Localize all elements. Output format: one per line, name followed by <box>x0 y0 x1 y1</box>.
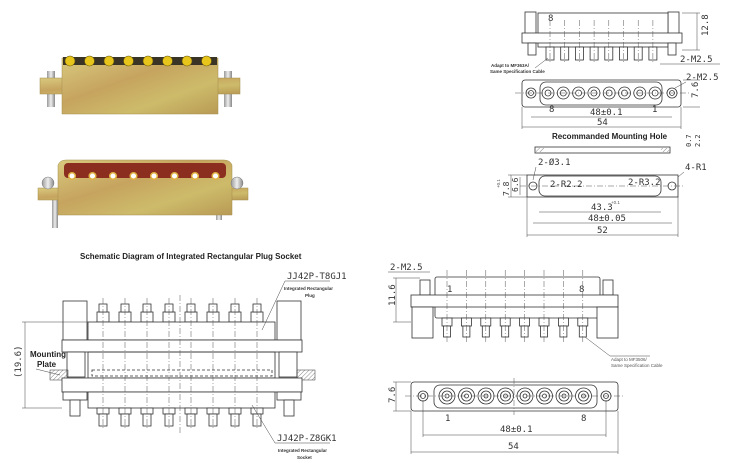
contact-pin <box>84 55 95 67</box>
socket-description: Socket <box>297 455 312 460</box>
schematic-diagram: Schematic Diagram of Integrated Rectangu… <box>14 252 347 460</box>
connector-body <box>61 57 219 115</box>
contact-pin <box>64 55 76 67</box>
hole-dia-callout: 2-Ø3.1 <box>538 157 571 168</box>
pin-label: 1 <box>447 285 452 295</box>
contact-pin <box>162 55 173 67</box>
contact-socket <box>170 171 179 181</box>
tolerance: +0.1 <box>611 200 620 205</box>
contact-pin <box>201 55 212 67</box>
plug-body <box>87 321 276 341</box>
plate-length-dim: 52 <box>597 226 608 236</box>
slot-length-dim: 43.3 <box>591 203 613 213</box>
contact-face <box>63 57 217 65</box>
pin-label: 1 <box>445 414 450 424</box>
cable-note: Same Specification Cable <box>490 69 545 74</box>
socket-photo <box>37 159 249 228</box>
width-dim: 7.6 <box>388 387 398 403</box>
thread-callout: 2-M2.5 <box>390 263 423 273</box>
mounting-plate-label: Mounting <box>30 350 66 359</box>
cable-note: Adapt to MF3506/ <box>611 357 648 362</box>
contact-socket <box>149 171 159 181</box>
contact-ring <box>500 390 511 402</box>
pin-label: 8 <box>549 105 554 115</box>
length-dim: 54 <box>597 118 608 128</box>
flange-outline <box>521 32 683 44</box>
insulator <box>64 163 226 178</box>
height-dim: 11.6 <box>388 284 398 306</box>
contact-pin <box>103 55 115 67</box>
contact-socket <box>67 171 77 181</box>
pitch-dim: 48±0.1 <box>500 425 533 435</box>
pin-label: 1 <box>652 105 657 115</box>
mounting-hole-drawing: Recommanded Mounting Hole 0.7 2.2 2-Ø3.1… <box>496 132 707 237</box>
thread-callout: 2-M2.5 <box>680 55 713 65</box>
section-title: Schematic Diagram of Integrated Rectangu… <box>80 252 302 261</box>
thread-callout: 2-M2.5 <box>686 73 719 83</box>
width-dim: 7.6 <box>691 82 701 98</box>
contact-ring <box>556 86 570 100</box>
contact-socket <box>129 171 138 181</box>
contact-socket <box>190 171 200 181</box>
contact-socket <box>88 171 97 181</box>
mounting-plate-label: Plate <box>37 360 57 369</box>
screw-head <box>230 176 244 190</box>
plug-description: Integrated Rectangular <box>284 286 333 291</box>
slot-radius-callout: 2-R3.2 <box>628 178 661 188</box>
hole-pitch-dim: 48±0.05 <box>588 214 626 224</box>
contact-pin <box>181 55 193 67</box>
pin-label: 8 <box>579 285 584 295</box>
socket-front-view: 7.6 1 8 48±0.1 54 <box>388 378 625 454</box>
pin-label: 8 <box>581 414 586 424</box>
socket-flange <box>61 377 303 393</box>
cable-note: Adapt to MF363A/ <box>491 63 530 68</box>
slot-radius-callout: 2-R2.2 <box>550 180 583 190</box>
depth-dim: 2.2 <box>694 134 702 147</box>
cable-note: Same Specification Cable <box>611 363 663 368</box>
height-dim: 7.8 <box>502 181 511 196</box>
socket-description: Integrated Rectangular <box>278 448 327 453</box>
guide-post <box>52 190 58 228</box>
length-dim: 54 <box>508 442 519 452</box>
contact-pin <box>142 55 154 67</box>
plug-side-view: 8 12.8 2-M2.5 Adapt to MF363A/ Same Spec… <box>490 11 720 74</box>
plug-front-view: 2-M2.5 7.6 8 1 48±0.1 54 <box>515 73 719 129</box>
screw-head <box>41 176 55 190</box>
pitch-dim: 48±0.1 <box>590 108 623 118</box>
flange-outline <box>410 294 619 308</box>
socket-part-number: JJ42P-Z8GK1 <box>277 434 337 444</box>
corner-radius-callout: 4-R1 <box>685 163 707 173</box>
height-dim: (19.6) <box>14 345 24 378</box>
plug-photo <box>39 55 241 115</box>
socket-side-view: 1 8 2-M2.5 11.6 Adapt to MF3506/ Same Sp… <box>388 263 663 368</box>
contact-socket <box>108 171 118 181</box>
section-title: Recommanded Mounting Hole <box>552 132 668 141</box>
thickness-dim: 0.7 <box>685 134 693 147</box>
plug-description: Plug <box>305 293 315 298</box>
plug-part-number: JJ42P-T8GJ1 <box>287 272 347 282</box>
socket-body <box>87 391 276 409</box>
contact-pin <box>123 55 134 67</box>
pin-label: 8 <box>548 14 553 24</box>
plug-flange <box>61 339 303 353</box>
contact-socket <box>211 171 220 181</box>
height-dim: 6.6 <box>511 177 520 192</box>
contact-ring <box>587 86 601 100</box>
tolerance: +0.1 <box>496 179 501 188</box>
height-dim: 12.8 <box>701 14 711 36</box>
mounting-plate <box>296 369 316 381</box>
